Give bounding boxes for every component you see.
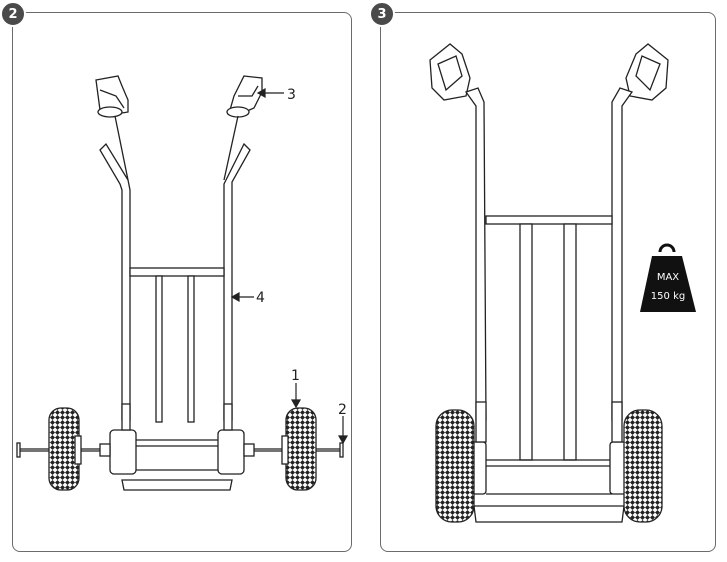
weight-max-label: MAX [657,272,679,283]
callout-axle-cap: 2 [338,402,347,418]
callout-frame: 4 [256,290,265,306]
step-3-drawing [429,43,669,523]
right-wheel [281,407,317,491]
weight-limit-value: 150 kg [651,291,685,302]
right-grip [223,75,263,181]
left-grip [95,75,129,181]
callout-wheel: 1 [291,368,300,384]
left-wheel [48,407,82,491]
step-3-badge: 3 [369,1,395,27]
step-2-drawing [16,75,349,491]
callout-grip: 3 [287,87,296,103]
step-2-badge: 2 [0,1,26,27]
weight-icon [640,243,696,312]
